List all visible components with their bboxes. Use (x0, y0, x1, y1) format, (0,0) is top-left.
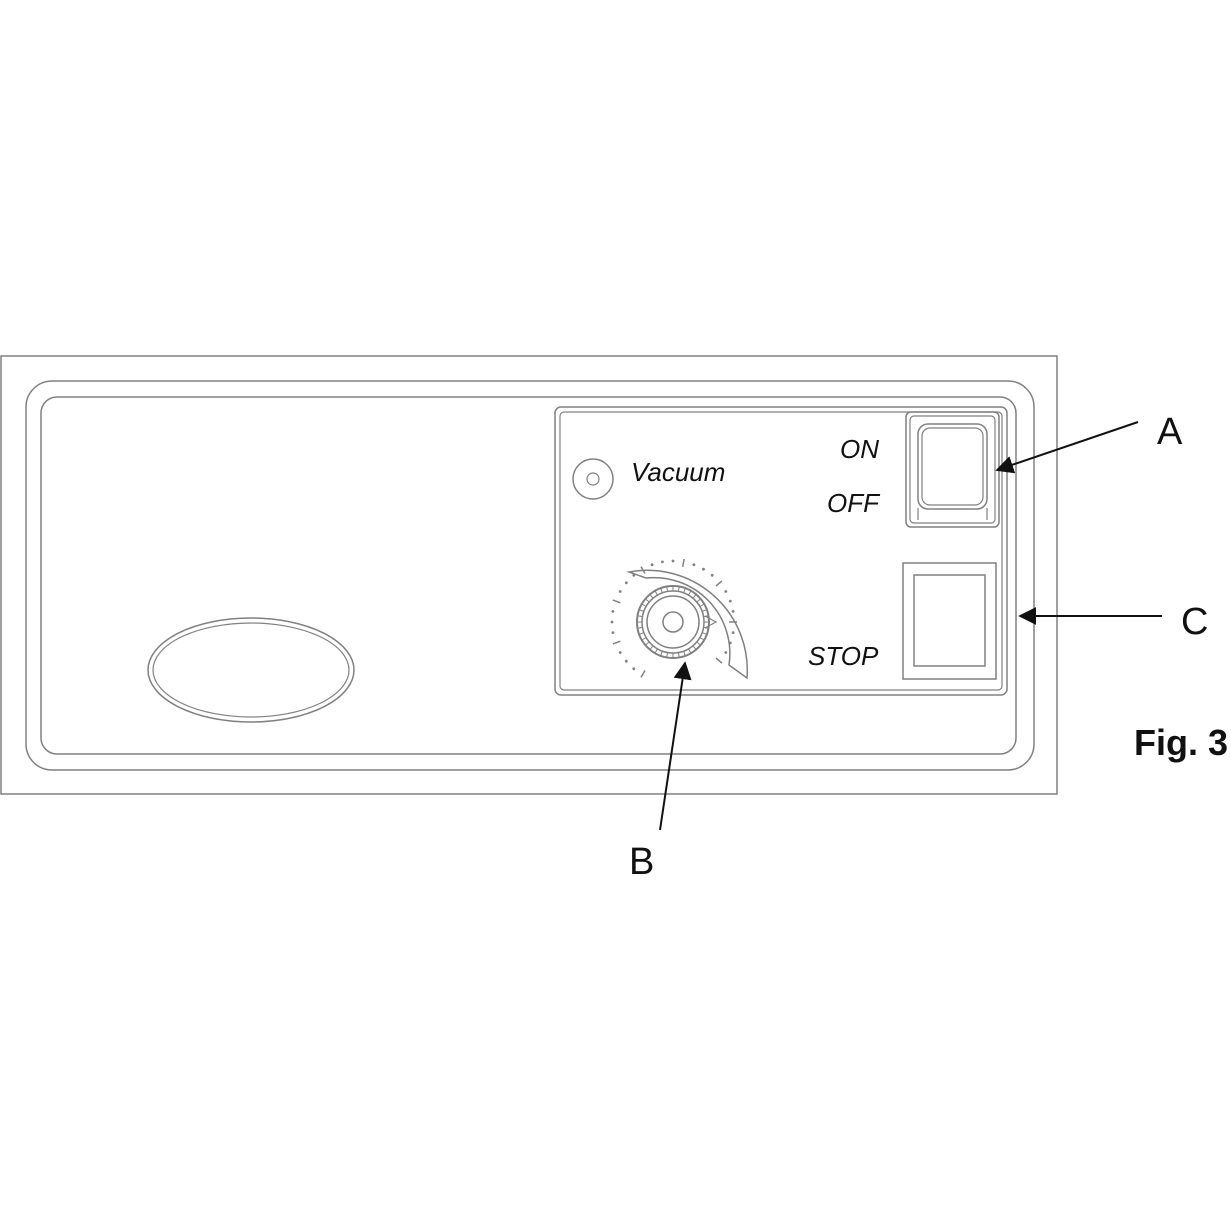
dial-minor-tick (692, 563, 696, 567)
dial-grip-ridge (696, 641, 701, 646)
dial-minor-tick (728, 599, 732, 603)
callout-label-a: A (1157, 411, 1183, 453)
dial-minor-tick (632, 667, 636, 671)
dial-grip-ridge (699, 637, 705, 641)
dial-grip-ridge (699, 603, 705, 607)
dial-grip-ridge (637, 626, 643, 629)
dial-minor-tick (671, 559, 675, 563)
dial-minor-tick (610, 620, 614, 624)
dial-minor-tick (702, 567, 705, 571)
dial-major-tick (612, 599, 621, 604)
dial-grip-ridge (649, 594, 654, 599)
off-label: OFF (827, 488, 881, 518)
dial-minor-tick (724, 651, 728, 654)
dial-grip-ridge (639, 632, 645, 635)
dial-minor-tick (611, 631, 615, 634)
panel-bezel-outer (25, 380, 1035, 771)
dial-major-tick (612, 640, 621, 645)
dial-grip-ridge (645, 598, 650, 603)
dial-grip-ridge (677, 652, 680, 658)
oval-logo-plate-outer (147, 617, 355, 723)
stop-button[interactable] (902, 562, 997, 680)
stop-label: STOP (808, 641, 879, 671)
dial-grip-ridge (660, 588, 663, 594)
dial-minor-tick (661, 560, 664, 564)
vacuum-indicator-lamp (572, 458, 614, 500)
dial-grip-ridge (666, 652, 669, 658)
dial-grip-ridge (692, 594, 697, 599)
device-housing (0, 355, 1058, 795)
dial-grip-ridge (645, 641, 650, 646)
dial-major-tick (715, 580, 723, 587)
dial-minor-tick (731, 631, 735, 634)
dial-minor-tick (710, 573, 714, 577)
dial-minor-tick (650, 563, 654, 567)
dial-grip-ridge (666, 586, 669, 592)
dial-minor-tick (728, 641, 732, 645)
oval-logo-plate-inner (152, 622, 350, 718)
figure-label: Fig. 3 (1134, 722, 1228, 763)
dial-minor-tick (731, 610, 735, 613)
dial-major-tick (715, 657, 723, 664)
dial-grip-ridge (660, 650, 663, 656)
dial-knob-grip (637, 586, 709, 658)
dial-minor-tick (624, 659, 628, 663)
callout-label-b: B (629, 841, 654, 883)
on-label: ON (840, 434, 879, 464)
dial-grip-ridge (654, 590, 658, 596)
dial-minor-tick (618, 651, 622, 654)
dial-pointer (704, 615, 718, 629)
dial-minor-tick (611, 610, 615, 613)
callout-arrow-a (995, 421, 1139, 474)
vacuum-label: Vacuum (631, 457, 725, 487)
dial-grip-ridge (701, 632, 707, 635)
dial-grip-ridge (696, 598, 701, 603)
dial-grip-ridge (688, 648, 692, 654)
dial-grip-ridge (683, 588, 686, 594)
control-subpanel-inner (559, 411, 1003, 691)
power-rocker-switch[interactable] (905, 411, 1000, 528)
callout-arrow-b (659, 661, 692, 831)
dial-grip-ridge (649, 645, 654, 650)
dial-grip-ridge (688, 590, 692, 596)
callout-label-c: C (1181, 601, 1208, 643)
dial-grip-ridge (677, 586, 680, 592)
control-subpanel-outer (554, 406, 1008, 696)
dial-scale-arc (626, 569, 749, 680)
dial-grip-ridge (641, 603, 647, 607)
dial-grip-ridge (701, 609, 707, 612)
dial-minor-tick (632, 573, 636, 577)
dial-grip-ridge (639, 609, 645, 612)
dial-major-tick (640, 566, 646, 574)
dial-grip-ridge (637, 615, 643, 618)
dial-grip-ridge (654, 648, 658, 654)
panel-bezel-inner (40, 396, 1017, 755)
dial-knob[interactable] (636, 585, 718, 659)
dial-minor-tick (724, 590, 728, 593)
dial-major-tick (640, 670, 646, 678)
dial-scale-ticks (610, 558, 737, 678)
dial-grip-ridge (683, 650, 686, 656)
dial-grip-ridge (641, 637, 647, 641)
vacuum-time-dial[interactable] (610, 558, 749, 680)
dial-major-tick (681, 558, 685, 568)
dial-grip-ridge (692, 645, 697, 650)
dial-minor-tick (624, 581, 628, 585)
dial-minor-tick (618, 590, 622, 593)
